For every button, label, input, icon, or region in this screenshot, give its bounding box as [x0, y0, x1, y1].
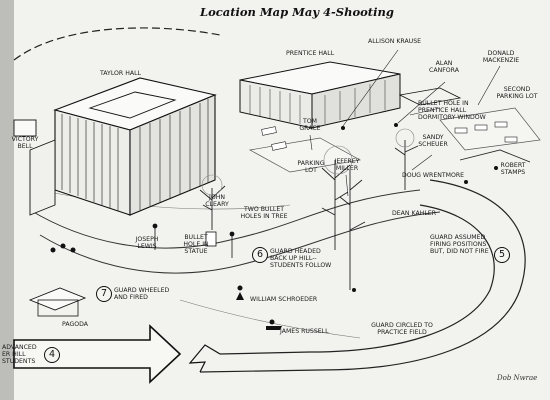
step-5-text: GUARD ASSUMED FIRING POSITIONS BUT, DID …	[430, 234, 489, 255]
label-sandy-scheuer: SANDY SCHEUER	[418, 134, 448, 148]
route-right-loop	[199, 179, 526, 373]
taylor-hall-side	[129, 94, 216, 216]
left-shadow-edge	[0, 0, 14, 400]
label-robert-stamps: ROBERT STAMPS	[500, 162, 526, 176]
prentice-hall-wing	[398, 87, 462, 106]
artist-signature: Dob Nwrae	[497, 374, 538, 382]
leader-lines	[309, 49, 501, 197]
step-4-badge: 4	[44, 347, 60, 363]
label-donald-mackenzie: DONALD MacKENZIE	[482, 50, 520, 64]
label-jeffrey-miller: JEFFREY MILLER	[334, 158, 360, 172]
note-bullet-hole-statue: BULLET HOLE IN STATUE	[183, 234, 209, 255]
label-james-russell: JAMES RUSSELL	[280, 328, 329, 335]
taylor-hall-columns	[61, 99, 209, 211]
label-joseph-lewis: JOSEPH LEWIS	[135, 236, 159, 250]
label-doug-wrentmore: DOUG WRENTMORE	[402, 172, 465, 179]
hill-contour	[39, 189, 291, 210]
route-arrow-head	[188, 344, 221, 373]
route-arc-inner	[29, 189, 421, 249]
label-taylor-hall: TAYLOR HALL	[100, 70, 141, 77]
taylor-hall-terrace	[29, 139, 56, 216]
note-practice-field: GUARD CIRCLED TO PRACTICE FIELD	[371, 322, 433, 336]
label-tom-grace: TOM GRACE	[299, 118, 321, 132]
label-victory-bell: VICTORY BELL	[11, 136, 39, 150]
step-6-badge: 6	[252, 247, 268, 263]
parked-cars	[261, 121, 518, 151]
step-6-text: GUARD HEADED BACK UP HILL-- STUDENTS FOL…	[270, 248, 332, 269]
lamp-posts	[152, 223, 235, 258]
pagoda-roof	[28, 287, 87, 311]
statue	[205, 231, 217, 247]
pagoda-base	[37, 299, 79, 317]
person-figures	[50, 123, 498, 330]
prentice-hall-side	[311, 73, 401, 129]
fence	[459, 149, 531, 163]
step-7-badge: 7	[96, 286, 112, 302]
label-prentice-hall: PRENTICE HALL	[286, 50, 335, 57]
route-right-loop-inner	[219, 204, 495, 355]
map-title: Location Map May 4-Shooting	[200, 5, 394, 19]
taylor-hall-roof-courtyard	[88, 91, 177, 119]
route-arc-outer	[39, 211, 441, 274]
label-allison-krause: ALLISON KRAUSE	[368, 38, 422, 45]
label-dean-kahler: DEAN KAHLER	[392, 210, 436, 217]
advance-arrow	[13, 324, 182, 384]
note-bullet-hole-dormitory: BULLET HOLE IN PRENTICE HALL DORMITORY W…	[418, 100, 486, 121]
victory-bell-frame	[13, 119, 37, 137]
label-second-parking-lot: SECOND PARKING LOT	[496, 86, 538, 100]
step-5-badge: 5	[494, 247, 510, 263]
label-john-cleary: JOHN CLEARY	[205, 194, 229, 208]
label-alan-canfora: ALAN CANFORA	[429, 60, 459, 74]
step-7-text: GUARD WHEELED AND FIRED	[114, 287, 170, 301]
label-parking-lot: PARKING LOT	[297, 160, 325, 174]
route-top-left	[13, 27, 221, 61]
label-pagoda: PAGODA	[62, 321, 89, 328]
step-4-text: ADVANCED ER HILL STUDENTS	[2, 344, 37, 365]
label-william-schroeder: WILLIAM SCHROEDER	[250, 296, 318, 303]
note-two-bullet-holes: TWO BULLET HOLES IN TREE	[240, 206, 288, 220]
trees	[199, 128, 419, 290]
